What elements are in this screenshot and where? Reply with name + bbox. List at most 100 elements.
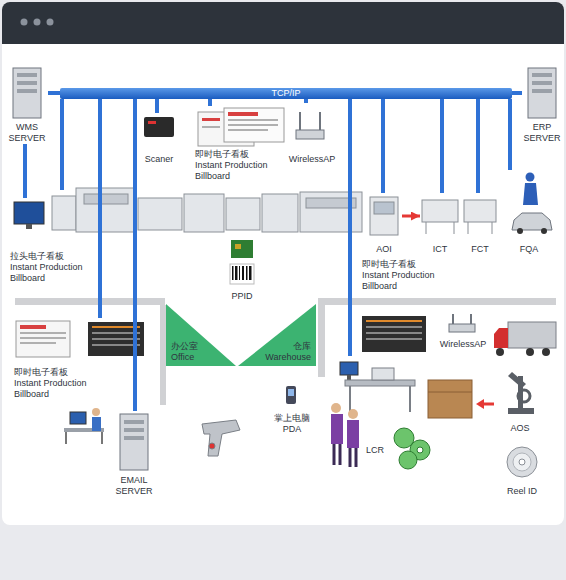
- billboard-screen: [228, 112, 258, 116]
- triangle-fill: [166, 304, 236, 366]
- node-label: FCT: [463, 244, 497, 255]
- wall-partition: [318, 298, 556, 305]
- lcr-workbench: [349, 448, 352, 467]
- node-label: 办公室: [171, 341, 236, 352]
- wireless-ap-icon: [452, 314, 454, 324]
- billboard-screen: [14, 202, 44, 224]
- microscope-icon: [508, 372, 526, 388]
- billboard-screen: [20, 325, 46, 329]
- truck: [508, 322, 556, 348]
- device-node: ERP SERVER: [522, 66, 562, 144]
- material-box: [428, 380, 472, 418]
- network-cable: [476, 99, 480, 193]
- ppid-icon: [231, 240, 253, 258]
- test-station: [370, 197, 496, 235]
- billboard-screen: [228, 119, 278, 121]
- ppid-icon: [235, 244, 241, 249]
- ppid-icon: [232, 266, 234, 280]
- data-table-screen: [362, 316, 426, 352]
- node-label: 仓库: [238, 341, 311, 352]
- lcr-workbench: [355, 448, 358, 467]
- node-label: Warehouse: [238, 352, 311, 363]
- scanner-gun: [209, 443, 215, 449]
- data-table-screen: [92, 344, 140, 346]
- wireless-ap-icon: [470, 314, 472, 324]
- fqa-inspector: [526, 173, 535, 182]
- network-cable: [304, 99, 308, 103]
- node-label: 即时电子看板: [195, 149, 290, 160]
- node-label: Instant Production Billboard: [195, 160, 290, 182]
- network-cable: [155, 99, 159, 113]
- browser-frame: [47, 19, 54, 26]
- ppid-icon: [230, 264, 254, 284]
- data-table-screen: [366, 338, 422, 340]
- scanner-icon: [144, 117, 174, 137]
- node-label: Instant Production Billboard: [362, 270, 457, 292]
- data-table-screen: [92, 338, 140, 340]
- billboard-screen: [16, 321, 70, 357]
- area-triangle: 仓库Warehouse: [238, 304, 316, 366]
- node-label: PPID: [223, 291, 261, 302]
- reel-disc: [507, 447, 537, 477]
- wireless-ap-icon: [449, 324, 475, 332]
- pda-icon: [286, 386, 296, 404]
- node-label: Scaner: [139, 154, 179, 165]
- network-cable: [348, 99, 352, 356]
- office-worker: [64, 408, 104, 444]
- lcr-workbench: [347, 420, 359, 448]
- node-label: 即时电子看板: [362, 259, 457, 270]
- server-icon: [17, 81, 37, 85]
- test-station: [464, 200, 496, 222]
- billboard-screen: [20, 337, 66, 339]
- test-station: [454, 222, 455, 234]
- device-node: Reel ID: [498, 443, 546, 497]
- scanner-gun: [202, 420, 240, 456]
- area-triangle: 办公室Office: [166, 304, 236, 366]
- network-cable: [440, 99, 444, 193]
- fqa-inspector: [512, 213, 552, 230]
- material-box: [428, 392, 472, 393]
- data-table-screen: [92, 332, 140, 334]
- test-station: [370, 197, 398, 235]
- material-box: [476, 399, 484, 409]
- test-station: [468, 222, 469, 234]
- device-node: ICT: [420, 193, 460, 255]
- node-label: PDA: [267, 424, 317, 435]
- node-label: LCR: [331, 445, 419, 456]
- node-label: WirelessAP: [433, 339, 493, 350]
- ppid-icon: [230, 240, 254, 284]
- lcr-workbench: [339, 444, 342, 465]
- truck: [542, 348, 550, 356]
- reel-disc: [519, 459, 525, 465]
- device-node: AOI: [366, 193, 402, 255]
- browser-frame: [2, 2, 564, 44]
- ppid-icon: [235, 266, 238, 280]
- lcr-workbench: [340, 362, 358, 375]
- browser-frame: [2, 2, 564, 525]
- data-table-screen: [366, 326, 422, 328]
- server-icon: [528, 68, 556, 118]
- component-reels: [417, 447, 423, 453]
- test-station: [492, 222, 493, 234]
- device-node: EMAIL SERVER: [110, 411, 158, 497]
- device-node: WirelessAP: [432, 312, 494, 350]
- browser-frame: [21, 19, 28, 26]
- server-icon: [532, 89, 552, 93]
- data-table-screen: [366, 332, 422, 334]
- smt-line: [262, 194, 298, 232]
- billboard-screen: [202, 126, 220, 128]
- network-cable: [23, 144, 27, 198]
- billboard-screen: [228, 124, 278, 126]
- fqa-inspector: [541, 228, 547, 234]
- billboard-screen: [202, 118, 220, 121]
- node-label: FQA: [503, 244, 555, 255]
- network-bus: TCP/IP: [60, 88, 512, 99]
- scanner-icon: [148, 121, 156, 124]
- office-worker: [70, 412, 86, 424]
- billboard-screen: [224, 108, 284, 142]
- billboard-node: 即时电子看板Instant Production Billboard: [362, 258, 457, 292]
- server-icon: [124, 436, 144, 440]
- test-station: [426, 222, 427, 234]
